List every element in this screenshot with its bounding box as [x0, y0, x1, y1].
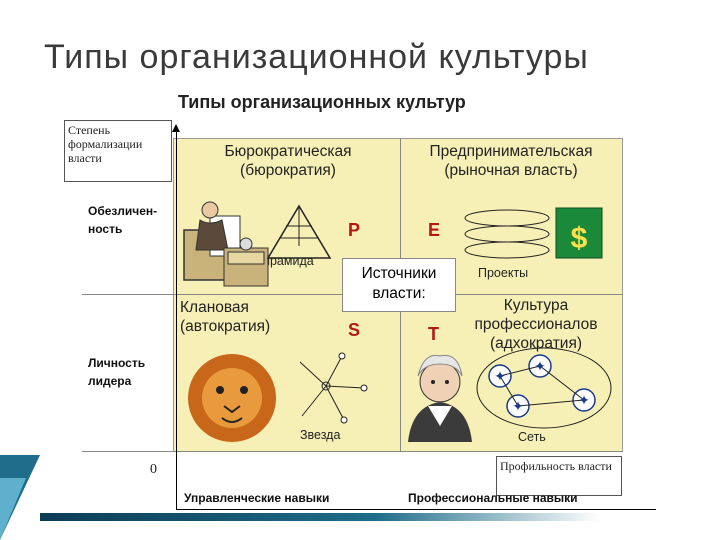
net-network-icon: ✦ ✦ ✦ ✦ — [476, 347, 612, 429]
decorative-ribbon-light — [0, 478, 26, 540]
origin-label: 0 — [150, 462, 157, 477]
diagram-title: Типы организационных культур — [178, 92, 466, 112]
row-label-top: Обезличен-ность — [88, 204, 158, 236]
quadrant-title-clan: Клановая (автократия) — [180, 299, 271, 335]
x-axis-label: Профильность власти — [496, 456, 622, 496]
row-label-bottom: Личность лидера — [88, 356, 146, 388]
power-sources-box: Источники власти: — [342, 258, 456, 312]
caption-net: Сеть — [518, 430, 546, 444]
quadrant-title-market: Предпринимательская (рыночная власть) — [429, 143, 593, 179]
caption-star: Звезда — [300, 428, 341, 442]
column-label-right: Профессиональные навыки — [408, 491, 578, 505]
letter-p: P — [348, 220, 361, 240]
projects-icon — [464, 209, 550, 259]
svg-text:✦: ✦ — [534, 359, 546, 375]
caption-projects: Проекты — [478, 266, 529, 280]
column-label-left: Управленческие навыки — [184, 491, 330, 505]
lion-illustration — [188, 354, 276, 442]
washington-portrait — [408, 354, 472, 442]
slide-title: Типы организационной культуры — [44, 38, 589, 76]
quadrant-title-bureaucracy: Бюрократическая (бюрократия) — [224, 143, 352, 179]
svg-text:✦: ✦ — [494, 369, 506, 385]
pyramid-icon — [266, 204, 332, 259]
y-axis — [176, 130, 177, 510]
decorative-bottom-bar — [40, 513, 600, 521]
letter-s: S — [348, 320, 361, 340]
svg-text:✦: ✦ — [512, 399, 524, 415]
letter-t: T — [428, 324, 439, 344]
letter-e: E — [428, 220, 441, 240]
star-network-icon — [299, 352, 368, 424]
bottom-divider — [82, 451, 622, 452]
money-bag-icon: $ — [555, 207, 603, 259]
svg-text:$: $ — [571, 222, 588, 255]
y-axis-label: Степень формализации власти — [64, 120, 172, 182]
bureaucrat-illustration — [183, 201, 269, 287]
svg-text:✦: ✦ — [578, 393, 590, 409]
y-axis-arrow-icon — [172, 124, 180, 132]
x-axis — [176, 509, 656, 510]
quadrant-title-professionals: Культура профессионалов (адхократия) — [474, 297, 598, 352]
